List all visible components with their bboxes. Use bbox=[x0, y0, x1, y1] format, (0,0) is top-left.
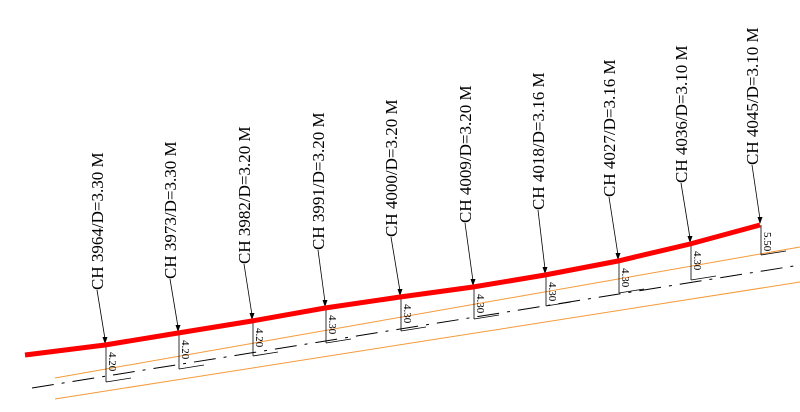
station-annotation: CH 4027/D=3.16 M 4.30 bbox=[600, 59, 645, 294]
depth-dimension-tick bbox=[178, 364, 205, 370]
arrowhead-icon bbox=[757, 217, 763, 224]
station-label: CH 4036/D=3.10 M bbox=[672, 45, 691, 183]
arrowhead-icon bbox=[687, 236, 693, 243]
depth-dimension-tick bbox=[105, 377, 132, 383]
station-annotation: CH 4000/D=3.20 M 4.30 bbox=[382, 99, 427, 332]
arrowhead-icon bbox=[322, 300, 328, 307]
leader-line bbox=[96, 289, 106, 340]
leader-line bbox=[537, 209, 546, 270]
depth-dimension-tick bbox=[473, 314, 500, 320]
leader-line bbox=[317, 249, 326, 303]
depth-dimension-tick bbox=[545, 301, 572, 307]
depth-dimension-tick bbox=[252, 351, 279, 357]
station-annotation: CH 4009/D=3.20 M 4.30 bbox=[456, 85, 500, 320]
depth-value: 4.30 bbox=[401, 304, 413, 324]
station-label: CH 4000/D=3.20 M bbox=[382, 99, 401, 237]
depth-dimension-tick bbox=[400, 326, 427, 332]
depth-value: 4.30 bbox=[474, 294, 486, 314]
leader-line bbox=[169, 278, 179, 328]
depth-dimension-tick bbox=[325, 338, 352, 344]
profile-line bbox=[24, 222, 761, 358]
station-annotation: CH 4036/D=3.10 M 4.30 bbox=[672, 45, 717, 281]
leader-line bbox=[751, 164, 761, 220]
station-label: CH 3964/D=3.30 M bbox=[88, 152, 107, 290]
station-annotation: CH 3982/D=3.20 M 4.20 bbox=[235, 126, 279, 357]
station-annotation: CH 4018/D=3.16 M 4.30 bbox=[529, 72, 572, 307]
depth-dimension-tick bbox=[690, 275, 717, 281]
station-label: CH 3991/D=3.20 M bbox=[309, 112, 328, 250]
arrowhead-icon bbox=[249, 313, 255, 320]
station-label: CH 3982/D=3.20 M bbox=[235, 126, 254, 264]
depth-value: 5.50 bbox=[761, 232, 773, 252]
arrowhead-icon bbox=[615, 253, 621, 260]
station-annotation: CH 3973/D=3.30 M 4.20 bbox=[161, 141, 205, 370]
offset-line-lower bbox=[54, 281, 800, 400]
centerline-dash-dot bbox=[31, 264, 800, 389]
station-label: CH 4018/D=3.16 M bbox=[529, 72, 548, 210]
station-annotation: CH 3964/D=3.30 M 4.20 bbox=[88, 152, 132, 383]
leader-line bbox=[680, 182, 691, 239]
station-annotation: CH 3991/D=3.20 M 4.30 bbox=[309, 112, 352, 344]
leader-line bbox=[464, 222, 474, 282]
depth-value: 4.20 bbox=[179, 340, 191, 360]
depth-dimension-tick bbox=[760, 250, 787, 256]
depth-dimension-tick bbox=[618, 288, 645, 294]
depth-value: 4.30 bbox=[326, 315, 338, 335]
station-label: CH 3973/D=3.30 M bbox=[161, 141, 180, 279]
leader-line bbox=[243, 263, 253, 316]
depth-value: 4.30 bbox=[619, 268, 631, 288]
depth-value: 4.20 bbox=[106, 352, 118, 372]
station-label: CH 4045/D=3.10 M bbox=[743, 27, 762, 165]
station-annotation: CH 4045/D=3.10 M 5.50 bbox=[743, 27, 787, 256]
station-label: CH 4009/D=3.20 M bbox=[456, 85, 475, 223]
arrowhead-icon bbox=[175, 325, 181, 332]
leader-line bbox=[390, 236, 401, 292]
arrowhead-icon bbox=[542, 267, 548, 274]
station-label: CH 4027/D=3.16 M bbox=[600, 59, 619, 197]
depth-value: 4.30 bbox=[691, 251, 703, 271]
depth-value: 4.20 bbox=[253, 328, 265, 348]
arrowhead-icon bbox=[397, 289, 403, 296]
arrowhead-icon bbox=[102, 337, 108, 344]
arrowhead-icon bbox=[470, 279, 476, 286]
depth-value: 4.30 bbox=[546, 282, 558, 302]
leader-line bbox=[608, 196, 619, 256]
